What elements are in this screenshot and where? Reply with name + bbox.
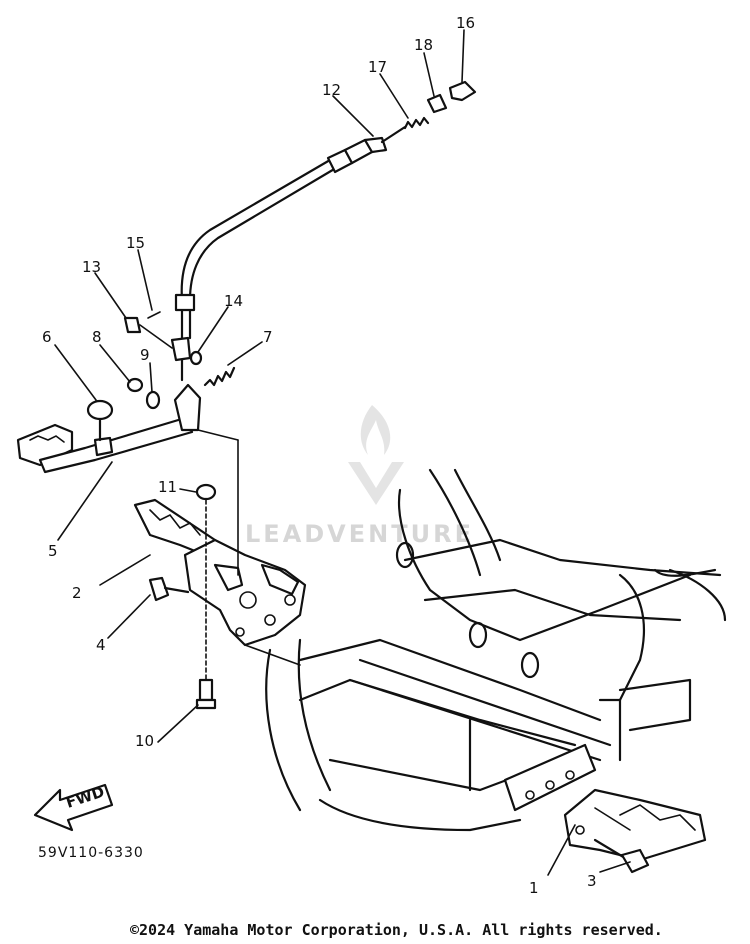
callout-18: 18 [414, 36, 433, 54]
watermark-text: LEADVENTURE [245, 520, 474, 548]
callout-6: 6 [42, 328, 52, 346]
nut-11 [195, 483, 217, 501]
callout-17: 17 [368, 58, 387, 76]
bolt-10 [195, 678, 217, 710]
washer-9 [145, 390, 161, 410]
washer-14 [189, 350, 203, 366]
frame [265, 468, 727, 832]
washer-8 [126, 377, 144, 393]
spring-17 [403, 116, 430, 130]
callout-11: 11 [158, 478, 177, 496]
callout-12: 12 [322, 81, 341, 99]
brake-pedal [16, 383, 239, 576]
pin-13 [123, 316, 142, 334]
callout-14: 14 [224, 292, 243, 310]
bolt-4 [148, 576, 190, 602]
callout-13: 13 [82, 258, 101, 276]
callout-3: 3 [587, 872, 597, 890]
joint-18 [426, 93, 448, 114]
cotter-pin-15 [147, 311, 161, 319]
clip-16 [448, 80, 477, 102]
callout-16: 16 [456, 14, 475, 32]
leadventure-watermark: LEADVENTURE [245, 405, 474, 548]
cap-6 [86, 399, 114, 442]
diagram-code: 59V110-6330 [38, 845, 144, 861]
callout-2: 2 [72, 584, 82, 602]
callout-10: 10 [135, 732, 154, 750]
callout-5: 5 [48, 542, 58, 560]
fwd-arrow: FWD [33, 783, 114, 832]
right-footrest [563, 788, 707, 862]
callout-7: 7 [263, 328, 273, 346]
callout-leaders [54, 29, 631, 876]
callout-8: 8 [92, 328, 102, 346]
left-footrest [133, 498, 307, 666]
clevis [170, 336, 192, 362]
callout-4: 4 [96, 636, 106, 654]
copyright-text: ©2024 Yamaha Motor Corporation, U.S.A. A… [130, 921, 663, 939]
bolt-3 [593, 838, 650, 874]
callout-9: 9 [140, 346, 150, 364]
spring-7 [203, 366, 236, 387]
brake-cable [174, 125, 407, 340]
callout-1: 1 [529, 879, 539, 897]
callout-15: 15 [126, 234, 145, 252]
